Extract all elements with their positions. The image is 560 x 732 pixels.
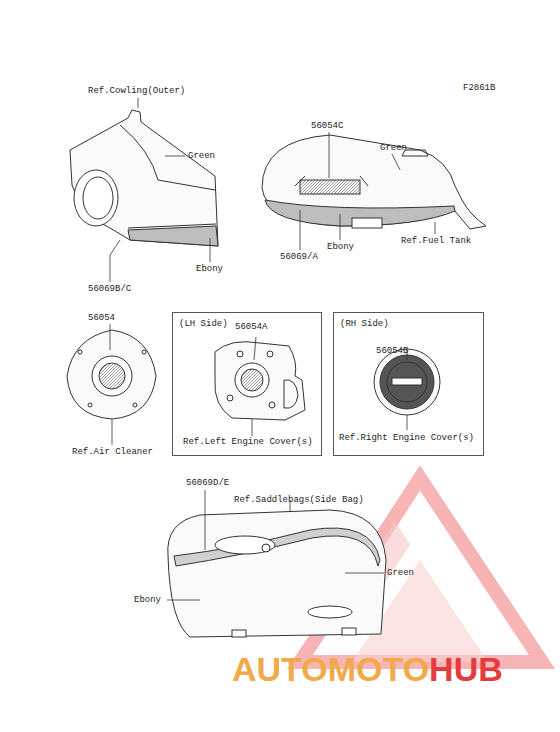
screw [88, 403, 92, 407]
leader-line [254, 337, 256, 360]
watermark: HUB [429, 650, 503, 688]
screw [227, 395, 233, 401]
leader-line [167, 600, 200, 601]
watermark: AUTOMOTO [232, 650, 429, 688]
callout-number: 56069/A [280, 252, 318, 263]
leader-line [110, 324, 111, 350]
leader-line [407, 415, 408, 430]
screw [237, 351, 243, 357]
left-engine-cover [215, 342, 305, 420]
medallion-plate [392, 378, 422, 385]
callout-number: 56054B [376, 346, 408, 357]
g-shape [67, 110, 486, 637]
air-cleaner-outline [67, 330, 156, 419]
left-cover-emblem-inner [241, 369, 263, 391]
color-name: Green [380, 143, 407, 154]
callout-number: 56054C [311, 121, 343, 132]
right-cover-medallion-face [387, 362, 427, 402]
color-name: Ebony [327, 242, 354, 253]
reference-part: Ref.Saddlebags(Side Bag) [234, 495, 364, 506]
color-name: Ebony [134, 595, 161, 606]
right-cover-medallion-ring [380, 355, 434, 409]
screw [269, 402, 275, 408]
saddlebag-outline [168, 510, 386, 637]
mount-bracket [342, 628, 356, 635]
leader-line [392, 154, 400, 170]
callout-number: 56054A [235, 322, 267, 333]
side-heading: (LH Side) [179, 319, 228, 330]
reference-part: Ref.Left Engine Cover(s) [183, 437, 313, 448]
callout-number: 56069D/E [186, 478, 229, 489]
cowling-crease [120, 125, 215, 190]
cowling-edge [128, 224, 216, 228]
headlight-opening [74, 170, 118, 226]
side-heading: (RH Side) [340, 319, 389, 330]
cowling-ebony-stripe [128, 226, 218, 246]
saddlebag-latch [262, 544, 270, 552]
callout-number: 56054 [88, 313, 115, 324]
mount-bracket [232, 630, 246, 637]
screw [142, 350, 146, 354]
g-shape [110, 98, 435, 600]
screw [78, 350, 82, 354]
color-name: Ebony [196, 264, 223, 275]
color-name: Green [188, 151, 215, 162]
leader-line [252, 419, 253, 436]
saddlebag-lid [215, 536, 275, 554]
left-cover-emblem [235, 363, 269, 397]
color-name: Green [387, 568, 414, 579]
leader-line [345, 573, 384, 574]
reference-part: Ref.Air Cleaner [72, 447, 153, 458]
headlight-inner [83, 177, 113, 219]
tank-emblem-wing [295, 176, 368, 186]
tank-mount [352, 218, 382, 228]
tank-emblem-decal [300, 180, 360, 194]
callout-number: 56069B/C [88, 284, 131, 295]
leader-line [110, 240, 120, 282]
screw [267, 351, 273, 357]
leader-line [300, 210, 301, 250]
cover-boss [284, 380, 298, 408]
figure-code: F2861B [463, 83, 495, 94]
leader-line [112, 419, 113, 445]
leader-line [138, 98, 139, 108]
leader-line [205, 490, 206, 550]
leader-line [435, 222, 436, 234]
leader-line [329, 132, 330, 178]
saddlebag-reflector [308, 606, 352, 618]
screw [133, 403, 137, 407]
fuel-tank-outline [262, 135, 486, 229]
leader-line [210, 238, 211, 262]
leader-line [165, 156, 185, 157]
reference-part: Ref.Fuel Tank [401, 236, 471, 247]
right-cover-medallion [374, 349, 440, 415]
leader-line [340, 214, 341, 240]
view-panel: (LH Side) 56054A Ref.Left Engine Cover(s) [172, 312, 322, 456]
reference-part: Ref.Cowling(Outer) [88, 86, 185, 97]
air-cleaner-emblem [92, 356, 132, 396]
air-cleaner-emblem-inner [99, 363, 125, 389]
cowling-outline [70, 110, 218, 246]
reference-part: Ref.Right Engine Cover(s) [339, 433, 474, 444]
view-panel: (RH Side) 56054B Ref.Right Engine Cover(s) [333, 312, 484, 456]
